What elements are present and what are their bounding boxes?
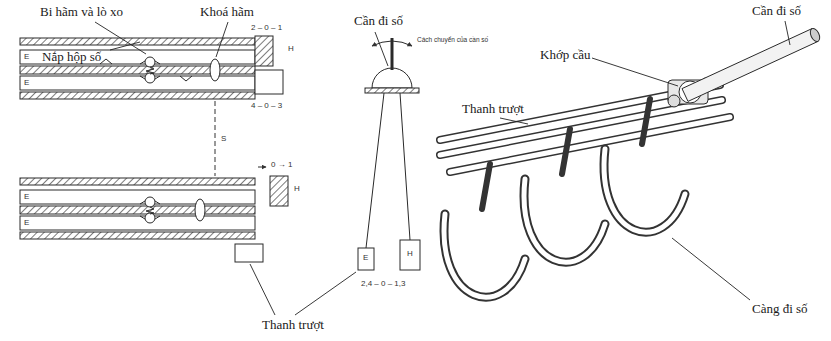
callout-mark: Cách chuyển của cần số (416, 36, 489, 43)
callout-mark: H (287, 44, 295, 53)
part-label: Cần đi số (354, 14, 403, 29)
callout-mark: E (23, 78, 30, 87)
part-label: Thanh trượt (262, 318, 324, 333)
bottom-assembly (20, 167, 288, 262)
shift-mechanism-3d (440, 27, 822, 297)
part-label: Khoá hãm (200, 5, 254, 20)
callout-mark: 0 → 1 (270, 160, 293, 169)
part-label: Thanh trượt (462, 102, 524, 117)
part-label: Khớp cầu (540, 48, 591, 63)
callout-mark: 2 – 0 – 1 (250, 23, 283, 32)
part-label: Cần đi số (752, 4, 801, 19)
leader-lines (95, 21, 790, 315)
part-label: Nắp hộp số (42, 50, 101, 65)
part-label: Bi hãm và lò xo (40, 5, 123, 20)
lever-schematic (358, 38, 420, 270)
callout-mark: E (23, 192, 30, 201)
callout-mark: E (362, 253, 369, 262)
callout-mark: 2,4 – 0 – 1,3 (360, 279, 406, 288)
top-assembly (20, 36, 283, 99)
callout-mark: 4 – 0 – 3 (250, 101, 283, 110)
callout-mark: E (23, 52, 30, 61)
callout-mark: E (23, 218, 30, 227)
part-label: Càng đi số (752, 302, 808, 317)
callout-mark: H (406, 249, 414, 258)
callout-mark: S (220, 134, 227, 143)
callout-mark: H (293, 184, 301, 193)
